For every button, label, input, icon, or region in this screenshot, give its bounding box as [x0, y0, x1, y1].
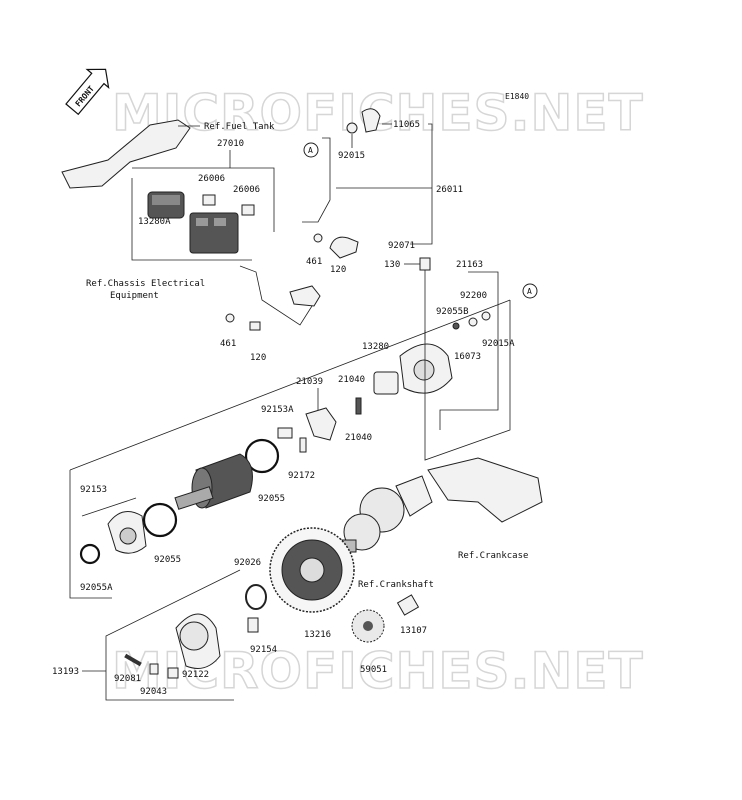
part-92055a: 92055A [80, 583, 113, 593]
part-26006-b: 26006 [233, 185, 260, 195]
oring-92055-lower [142, 502, 178, 538]
part-13216: 13216 [304, 630, 331, 640]
ref-crankshaft: Ref.Crankshaft [358, 580, 434, 590]
connector-a-right-label: A [527, 287, 532, 296]
part-16073: 16073 [454, 352, 481, 362]
diagram-code: E1840 [505, 92, 529, 101]
fuse-b [241, 204, 255, 216]
brush-plate [305, 407, 337, 441]
mounting-bracket [61, 119, 200, 189]
part-27010: 27010 [217, 139, 244, 149]
washer-92026 [245, 584, 267, 610]
ref-fuel-tank: Ref.Fuel Tank [204, 122, 275, 132]
shaft-13107 [396, 594, 420, 616]
bolt-130 [419, 257, 431, 271]
connector-a-top-label: A [308, 146, 313, 155]
brush-holder [373, 371, 399, 395]
bolt-92154 [247, 617, 259, 633]
part-92122: 92122 [182, 670, 209, 680]
part-92015: 92015 [338, 151, 365, 161]
terminal-cap-bottom [329, 236, 359, 259]
part-13280: 13280 [362, 342, 389, 352]
fuse-a [202, 194, 216, 206]
part-13280a: 13280A [138, 217, 171, 227]
part-120a: 120 [330, 265, 346, 275]
ref-chassis-line2: Equipment [110, 291, 159, 301]
bolt-120b [249, 321, 261, 331]
connector-a-top [303, 142, 319, 158]
crankshaft [335, 475, 433, 553]
part-92055: 92055 [258, 494, 285, 504]
part-21039: 21039 [296, 377, 323, 387]
part-461b: 461 [220, 339, 236, 349]
bolt-92172 [299, 437, 307, 453]
part-26011: 26011 [436, 185, 463, 195]
part-92200: 92200 [460, 291, 487, 301]
part-461a: 461 [306, 257, 322, 267]
part-120b: 120 [250, 353, 266, 363]
boundary-top [69, 299, 511, 471]
part-92055-2: 92055 [154, 555, 181, 565]
part-92153a: 92153A [261, 405, 294, 415]
oring-92055b [452, 322, 460, 330]
ref-chassis-line1: Ref.Chassis Electrical [86, 279, 205, 289]
starter-relay [189, 212, 239, 254]
part-92154: 92154 [250, 645, 277, 655]
crankcase [427, 457, 543, 523]
idle-gear [351, 609, 385, 643]
part-11065: 11065 [393, 120, 420, 130]
part-59051: 59051 [360, 665, 387, 675]
starter-end-cover [399, 343, 453, 394]
terminal-cap-top [361, 108, 381, 133]
ref-crankcase: Ref.Crankcase [458, 551, 528, 561]
brush-spring-a [355, 397, 362, 415]
part-26006-a: 26006 [198, 174, 225, 184]
part-92055b: 92055B [436, 307, 469, 317]
part-21040a: 21040 [338, 375, 365, 385]
screw-92153a [277, 427, 293, 439]
starter-clutch-gear [269, 527, 355, 613]
part-13193: 13193 [52, 667, 79, 677]
part-21163: 21163 [456, 260, 483, 270]
relay-cover [147, 191, 185, 219]
spring-92043 [149, 663, 159, 675]
ground-cable [239, 265, 321, 326]
connector-a-right [522, 283, 538, 299]
washer-92200 [468, 317, 478, 327]
part-13107: 13107 [400, 626, 427, 636]
armature-shaft [174, 486, 214, 510]
part-92153: 92153 [80, 485, 107, 495]
oring-92055a [79, 543, 101, 565]
part-92172: 92172 [288, 471, 315, 481]
part-92081: 92081 [114, 674, 141, 684]
bolt-461b [225, 313, 235, 323]
part-92026: 92026 [234, 558, 261, 568]
oring-92055-upper [244, 438, 280, 474]
part-92015a: 92015A [482, 339, 515, 349]
starter-clutch [175, 613, 221, 669]
nut-92015 [346, 122, 358, 134]
front-arrow-icon: FRONT [65, 68, 110, 116]
part-21040b: 21040 [345, 433, 372, 443]
pin-92081 [124, 653, 142, 667]
part-92043: 92043 [140, 687, 167, 697]
starter-front-cover [107, 511, 147, 554]
nut-92015a [481, 311, 491, 321]
roller-92122 [167, 667, 179, 679]
part-130: 130 [384, 260, 400, 270]
bolt-461a [313, 233, 323, 243]
part-92071: 92071 [388, 241, 415, 251]
